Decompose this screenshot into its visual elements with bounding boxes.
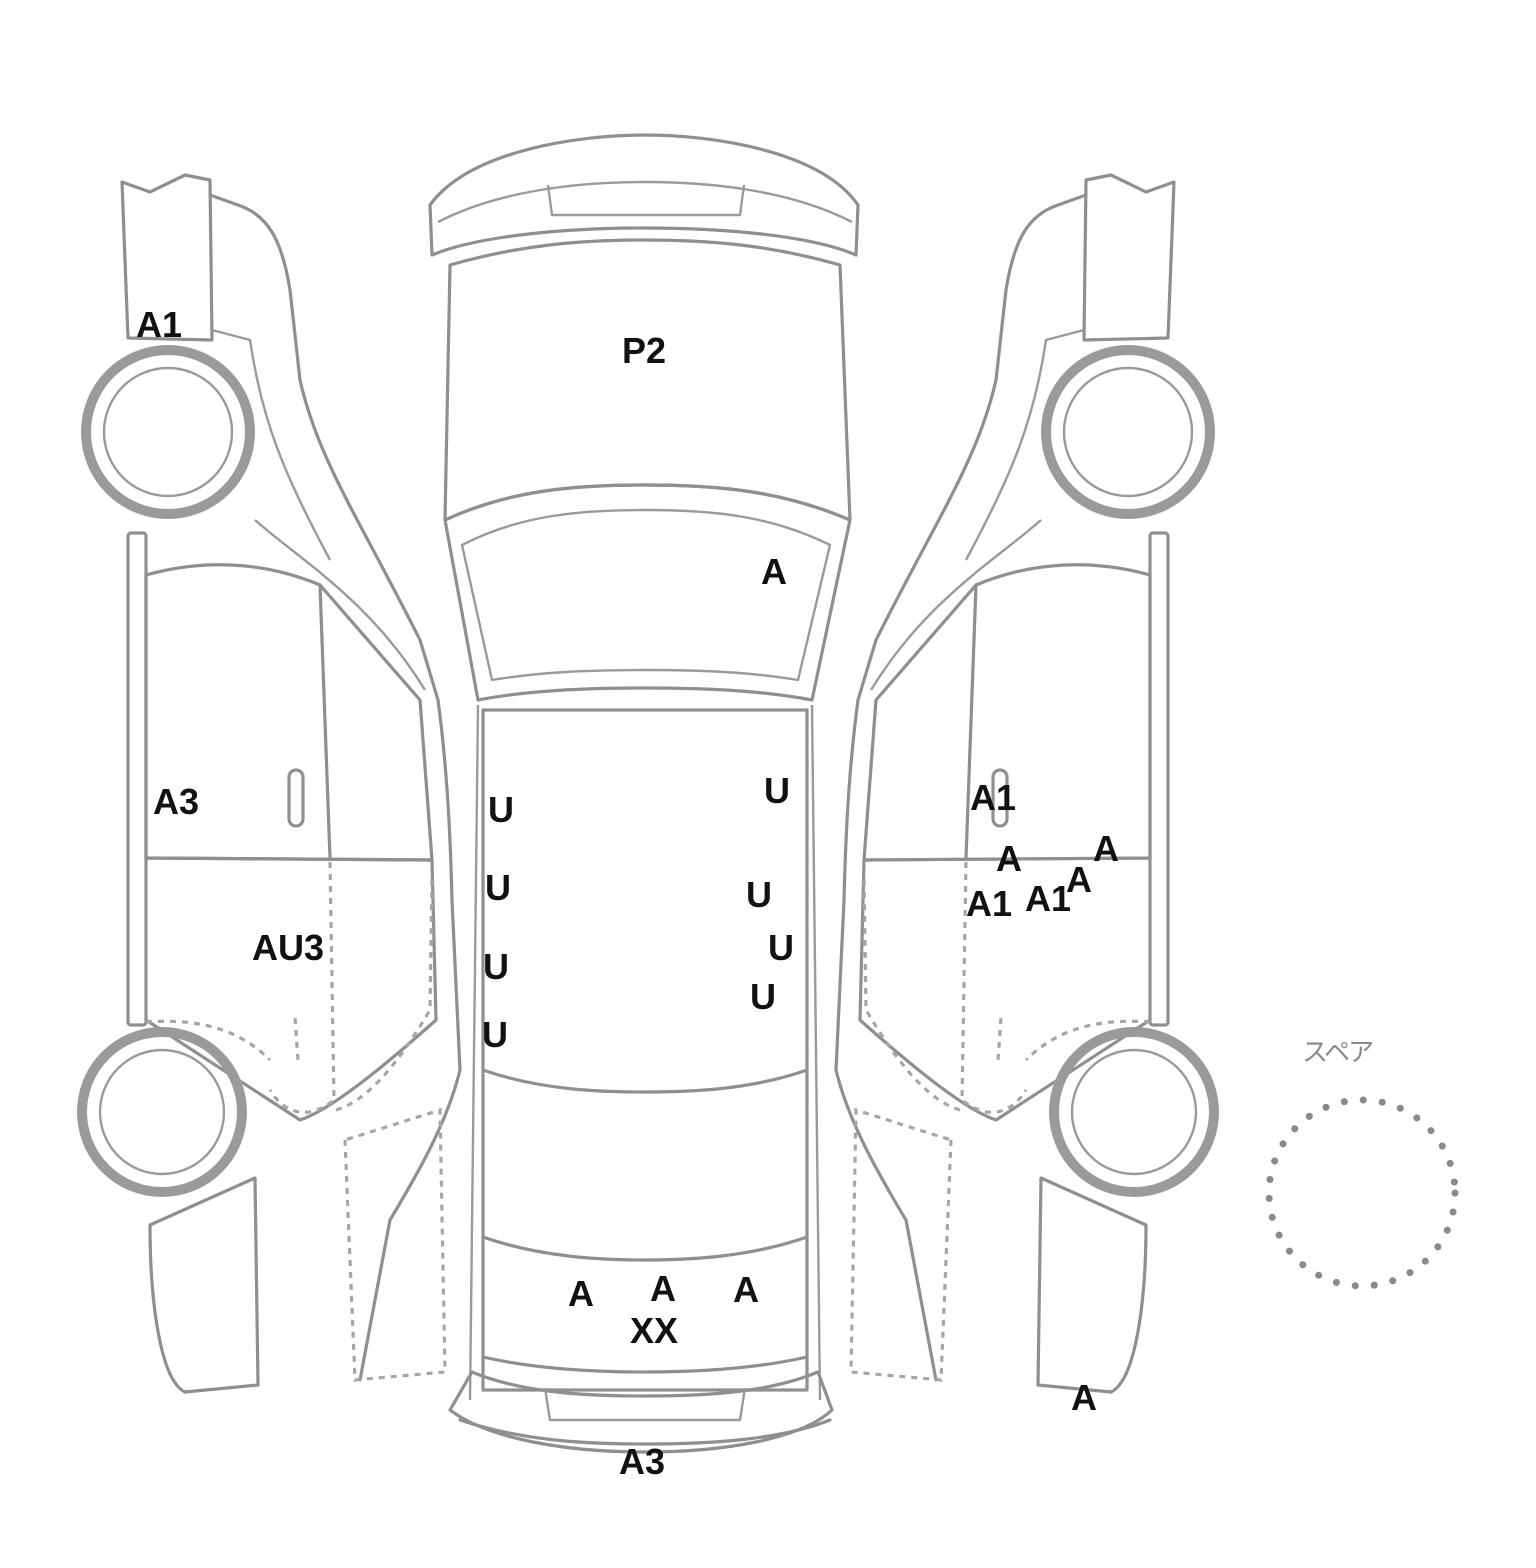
mark-trunk-a-2: A — [650, 1268, 676, 1309]
spare-tire-outline — [1265, 1096, 1459, 1290]
mark-roof-left-2: U — [485, 867, 511, 908]
left-side-view — [77, 173, 462, 1394]
mark-left-fender: A1 — [136, 304, 183, 345]
mark-windshield: A — [761, 551, 787, 592]
mark-right-rear-quarter: A — [1071, 1377, 1097, 1418]
mark-roof-right-4: U — [750, 976, 776, 1017]
right-side-view — [834, 173, 1219, 1394]
mark-left-front-door: A3 — [153, 781, 200, 822]
mark-rear-bumper: A3 — [619, 1441, 666, 1482]
mark-roof-left-1: U — [488, 789, 514, 830]
mark-left-rear-door: AU3 — [252, 927, 325, 968]
mark-right-door-a-2: A — [1093, 828, 1119, 869]
mark-trunk-xx: XX — [630, 1310, 679, 1351]
spare-label: スペア — [1302, 1038, 1374, 1068]
mark-trunk-a-1: A — [568, 1273, 594, 1314]
mark-roof-left-4: U — [482, 1014, 508, 1055]
mark-hood: P2 — [622, 330, 667, 371]
mark-right-front-door: A1 — [970, 777, 1017, 818]
mark-trunk-a-3: A — [733, 1269, 759, 1310]
mark-right-door-a-3: A — [1066, 859, 1092, 900]
mark-right-door-a-1: A — [996, 838, 1022, 879]
mark-right-door-a1-2: A1 — [966, 883, 1013, 924]
mark-roof-left-3: U — [483, 946, 509, 987]
top-view — [428, 133, 860, 1454]
mark-roof-right-2: U — [746, 874, 772, 915]
mark-right-door-a1-3: A1 — [1025, 878, 1072, 919]
mark-roof-right-3: U — [768, 927, 794, 968]
mark-roof-right-1: U — [764, 770, 790, 811]
